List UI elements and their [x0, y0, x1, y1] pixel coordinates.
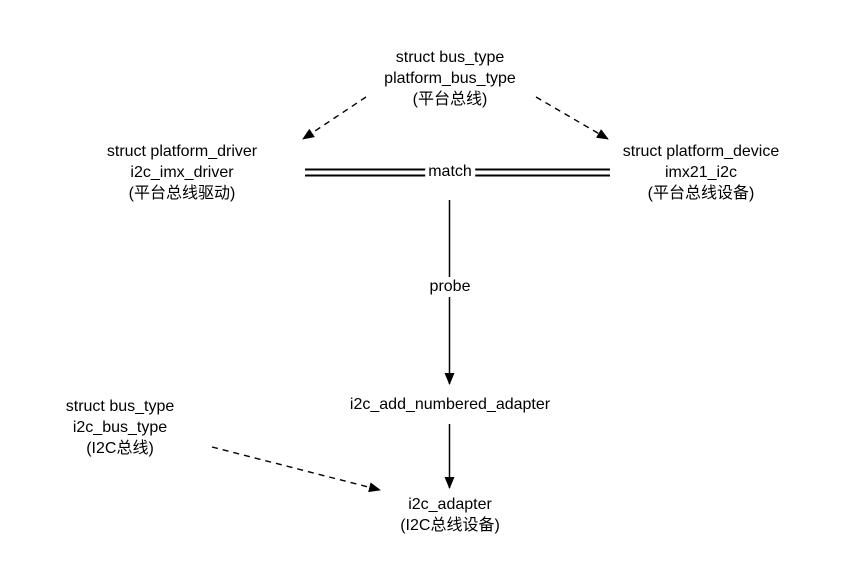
node-platform-bus-type-line3: (平台总线)	[412, 91, 488, 108]
match-label: match	[425, 162, 475, 182]
node-i2c-add-numbered-adapter-line1: i2c_add_numbered_adapter	[349, 396, 551, 413]
node-i2c-bus-type-line3: (I2C总线)	[86, 440, 154, 457]
dashed-arrow-i2cbus-to-adapter	[211, 446, 381, 493]
dashed-arrow-bus-to-device	[535, 96, 609, 140]
node-platform-bus-type-line1: struct bus_type	[395, 49, 505, 66]
node-platform-driver-line3: (平台总线驱动)	[128, 185, 236, 202]
node-i2c-bus-type-line2: i2c_bus_type	[72, 419, 168, 436]
node-platform-bus-type: struct bus_type platform_bus_type (平台总线)	[384, 47, 516, 110]
node-i2c-adapter-line2: (I2C总线设备)	[400, 517, 500, 534]
node-platform-device-line2: imx21_i2c	[664, 164, 738, 181]
node-platform-bus-type-line2: platform_bus_type	[384, 70, 516, 87]
node-platform-device-line3: (平台总线设备)	[647, 185, 755, 202]
node-platform-driver-line1: struct platform_driver	[106, 143, 258, 160]
node-platform-driver-line2: i2c_imx_driver	[130, 164, 234, 181]
node-platform-device: struct platform_device imx21_i2c (平台总线设备…	[623, 141, 780, 204]
node-i2c-bus-type-line1: struct bus_type	[65, 398, 175, 415]
node-i2c-adapter: i2c_adapter (I2C总线设备)	[400, 494, 500, 536]
dashed-arrow-bus-to-driver	[302, 96, 367, 140]
node-i2c-add-numbered-adapter: i2c_add_numbered_adapter	[350, 394, 550, 415]
probe-label: probe	[426, 277, 474, 297]
node-i2c-adapter-line1: i2c_adapter	[408, 496, 492, 513]
node-platform-driver: struct platform_driver i2c_imx_driver (平…	[107, 141, 257, 204]
node-platform-device-line1: struct platform_device	[622, 143, 780, 160]
node-i2c-bus-type: struct bus_type i2c_bus_type (I2C总线)	[66, 396, 175, 459]
